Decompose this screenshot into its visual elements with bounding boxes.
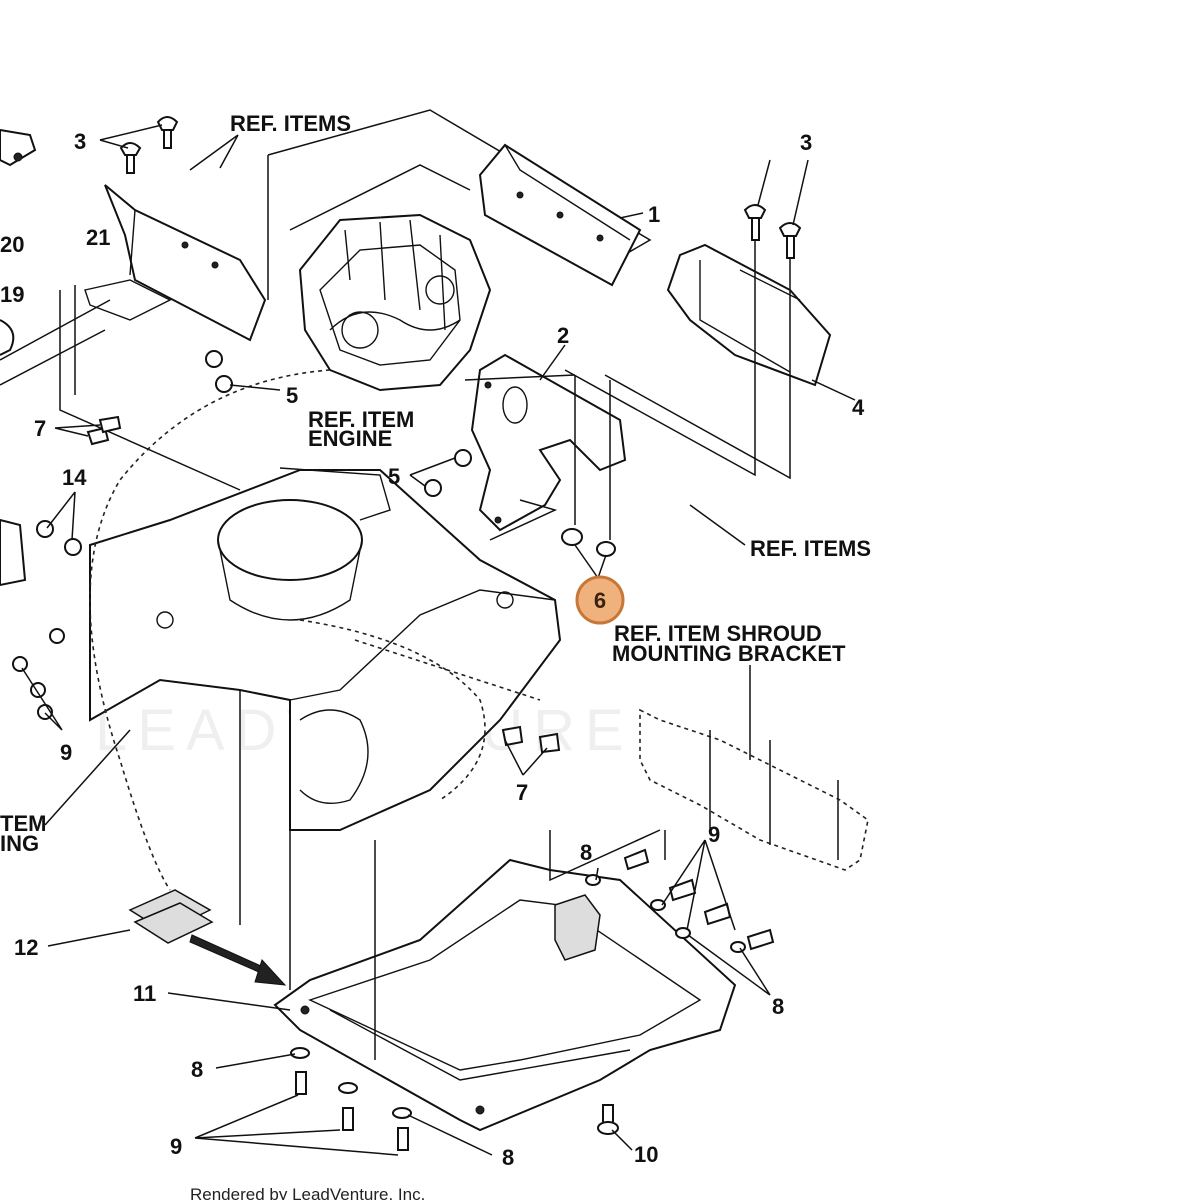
callout-11: 11 <box>133 981 156 1006</box>
part-2-frame <box>464 374 576 541</box>
screw-guide-lines <box>564 240 791 540</box>
callout-19: 19 <box>0 282 24 307</box>
ref-item-engine-label-1: REF. ITEM <box>308 407 414 432</box>
engine-drawing <box>299 214 491 391</box>
ref-item-shroud-label-2: MOUNTING BRACKET <box>612 641 846 666</box>
callout-14: 14 <box>62 465 87 490</box>
callout-8-left: 8 <box>191 1057 203 1082</box>
tray-guide-lines <box>239 690 666 1060</box>
bracket-part-2 <box>470 353 627 532</box>
callout-21: 21 <box>86 225 110 250</box>
ref-item-shroud-label-1: REF. ITEM SHROUD <box>614 621 822 646</box>
main-housing <box>89 369 562 891</box>
callout-12: 12 <box>14 935 38 960</box>
highlighted-callout-6[interactable]: 6 <box>575 575 625 625</box>
callout-8-bottom: 8 <box>502 1145 514 1170</box>
reference-labels: REF. ITEMS REF. ITEMS REF. ITEM ENGINE R… <box>0 111 871 856</box>
ref-items-right-label: REF. ITEMS <box>750 536 871 561</box>
callout-9-bottom: 9 <box>170 1134 182 1159</box>
left-frame-lines <box>0 285 241 491</box>
ref-item-left-label-2: ING <box>0 831 39 856</box>
callout-7-left: 7 <box>34 416 46 441</box>
callout-9-left: 9 <box>60 740 72 765</box>
callout-5-upper: 5 <box>286 383 298 408</box>
left-edge-parts <box>0 128 82 720</box>
pads-part-12 <box>128 889 287 986</box>
callout-8-right: 8 <box>772 994 784 1019</box>
callout-2: 2 <box>557 323 569 348</box>
callout-6: 6 <box>594 588 606 613</box>
callout-4: 4 <box>852 395 865 420</box>
bracket-guide-lines <box>709 665 839 860</box>
screws-part-3-right <box>743 204 802 259</box>
bottom-tray-part-11 <box>273 858 737 1132</box>
ref-item-left-label-1: TEM <box>0 811 46 836</box>
screws-part-3-left <box>119 116 179 174</box>
ref-item-engine-label-2: ENGINE <box>308 426 392 451</box>
callout-8-upper: 8 <box>580 840 592 865</box>
ref-items-top-label: REF. ITEMS <box>230 111 351 136</box>
nuts-part-6 <box>561 528 616 557</box>
callout-10: 10 <box>634 1142 658 1167</box>
callout-3-right: 3 <box>800 130 812 155</box>
callout-numbers: 3 3 1 2 4 21 20 19 5 5 7 7 14 9 9 9 8 8 … <box>0 129 865 1170</box>
screws-part-7 <box>86 415 561 754</box>
bracket-part-1 <box>478 143 642 287</box>
callout-7-center: 7 <box>516 780 528 805</box>
nuts-part-5 <box>205 350 472 497</box>
callout-1: 1 <box>648 202 660 227</box>
bracket-part-21 <box>84 184 267 342</box>
leader-lines <box>21 124 856 1156</box>
callout-5-lower: 5 <box>388 464 400 489</box>
callout-3-left: 3 <box>74 129 86 154</box>
shroud-part-4 <box>666 243 832 387</box>
bottom-hardware <box>290 848 775 1151</box>
footer-credit: Rendered by LeadVenture, Inc. <box>190 1185 425 1200</box>
shroud-mounting-bracket <box>639 708 869 871</box>
callout-20: 20 <box>0 232 24 257</box>
callout-9-right: 9 <box>708 822 720 847</box>
